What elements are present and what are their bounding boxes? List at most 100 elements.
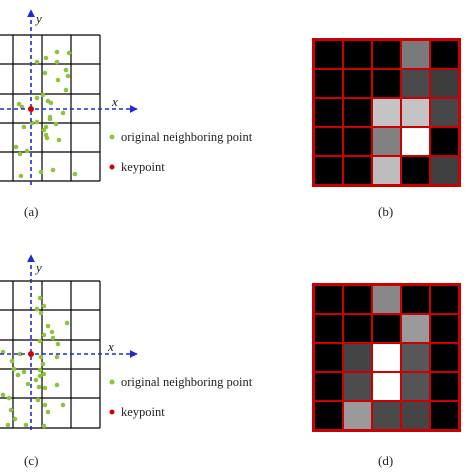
- neighboring-point: [37, 373, 43, 379]
- neighboring-point: [38, 310, 44, 316]
- y-axis-label: y: [34, 260, 42, 275]
- histogram-cell: [344, 70, 371, 97]
- histogram-cell: [344, 41, 371, 68]
- panel-b: (b): [312, 38, 461, 219]
- histogram-cell: [431, 99, 458, 126]
- neighboring-point: [12, 416, 18, 422]
- neighboring-point: [65, 73, 71, 79]
- neighboring-point: [63, 87, 69, 93]
- neighboring-point: [60, 110, 66, 116]
- neighboring-point: [34, 119, 40, 125]
- neighboring-point: [47, 116, 53, 122]
- histogram-cell: [344, 157, 371, 184]
- neighboring-point: [0, 349, 6, 355]
- panel-label-d: (d): [378, 453, 393, 468]
- neighboring-point: [54, 354, 60, 360]
- histogram-cell: [315, 402, 342, 429]
- histogram-cell: [402, 373, 429, 400]
- histogram-cell: [373, 315, 400, 342]
- panel-c: x y original neighboring point keypoint …: [0, 254, 253, 468]
- legend-keypoint-marker: [109, 409, 115, 415]
- legend-point-label: original neighboring point: [121, 375, 253, 389]
- neighborhood-grid: [0, 34, 101, 182]
- histogram-cell: [431, 373, 458, 400]
- neighboring-point: [44, 135, 50, 141]
- neighboring-point: [41, 303, 47, 309]
- histogram-cell: [402, 128, 429, 155]
- histogram-cell: [431, 315, 458, 342]
- neighboring-point: [50, 167, 56, 173]
- histogram-cell: [402, 157, 429, 184]
- neighboring-point: [23, 422, 29, 428]
- histogram-cell: [402, 286, 429, 313]
- neighboring-point: [48, 100, 54, 106]
- histogram-cell: [315, 315, 342, 342]
- neighboring-point: [42, 385, 48, 391]
- neighboring-point: [64, 320, 70, 326]
- histogram-cell: [431, 402, 458, 429]
- neighboring-point: [17, 351, 23, 357]
- neighboring-point: [41, 371, 47, 377]
- histogram-cell: [315, 286, 342, 313]
- histogram-cell: [431, 286, 458, 313]
- histogram-cell: [373, 99, 400, 126]
- histogram-cell: [344, 402, 371, 429]
- neighboring-point: [18, 173, 24, 179]
- histogram-cell: [373, 157, 400, 184]
- histogram-cell: [431, 128, 458, 155]
- neighboring-point: [40, 361, 46, 367]
- neighboring-point: [49, 329, 55, 335]
- neighboring-point: [34, 59, 40, 65]
- neighboring-point: [60, 402, 66, 408]
- neighboring-point: [53, 121, 59, 127]
- histogram-grid: [312, 38, 461, 187]
- histogram-cell: [373, 286, 400, 313]
- neighboring-point: [36, 384, 42, 390]
- histogram-cell: [373, 344, 400, 371]
- neighboring-point: [37, 367, 43, 373]
- histogram-grid: [312, 283, 461, 432]
- histogram-cell: [402, 315, 429, 342]
- histogram-cell: [315, 70, 342, 97]
- histogram-cell: [431, 157, 458, 184]
- histogram-cell: [315, 157, 342, 184]
- panel-d: (d): [312, 283, 461, 468]
- neighboring-point: [41, 423, 47, 429]
- neighboring-point: [11, 366, 17, 372]
- neighboring-points: [0, 295, 70, 429]
- neighboring-point: [15, 372, 21, 378]
- neighboring-point: [8, 407, 14, 413]
- histogram-cell: [431, 70, 458, 97]
- neighboring-point: [13, 144, 19, 150]
- neighboring-point: [21, 369, 27, 375]
- histogram-cell: [402, 99, 429, 126]
- histogram-cell: [344, 286, 371, 313]
- histogram-cell: [315, 99, 342, 126]
- neighboring-point: [54, 49, 60, 55]
- neighboring-point: [63, 67, 69, 73]
- neighboring-point: [38, 169, 44, 175]
- histogram-cell: [315, 41, 342, 68]
- neighboring-point: [45, 323, 51, 329]
- histogram-cell: [344, 128, 371, 155]
- neighboring-point: [34, 95, 40, 101]
- neighboring-point: [25, 381, 31, 387]
- neighboring-point: [66, 50, 72, 56]
- histogram-cell: [315, 344, 342, 371]
- neighboring-point: [55, 341, 61, 347]
- neighboring-point: [5, 422, 11, 428]
- y-axis-label: y: [34, 11, 42, 26]
- panel-a: x y original neighboring point keypoint …: [0, 9, 253, 219]
- panel-label-c: (c): [24, 453, 38, 468]
- neighboring-point: [54, 382, 60, 388]
- histogram-cell: [402, 70, 429, 97]
- panel-label-a: (a): [24, 204, 38, 219]
- legend-point-label: original neighboring point: [121, 130, 253, 144]
- legend-keypoint-label: keypoint: [121, 160, 165, 174]
- legend-keypoint-marker: [109, 164, 115, 170]
- neighboring-point: [34, 306, 40, 312]
- neighboring-point: [41, 127, 47, 133]
- histogram-cell: [402, 41, 429, 68]
- legend-keypoint-label: keypoint: [121, 405, 165, 419]
